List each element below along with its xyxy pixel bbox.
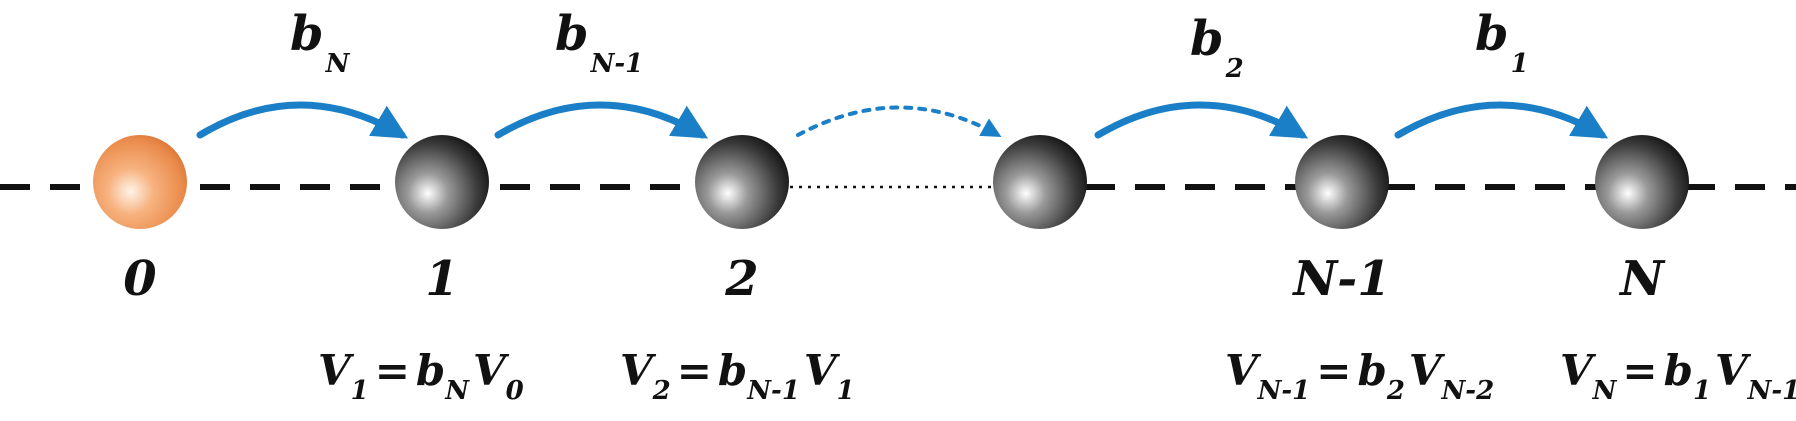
- hop-label-b1: b1: [1475, 6, 1529, 79]
- site-middle: [993, 135, 1087, 229]
- hop-arrow-b1: [1394, 101, 1609, 139]
- site-N-1: [1295, 135, 1389, 229]
- site-1: [395, 135, 489, 229]
- hop-label-bN-1: bN-1: [555, 6, 643, 79]
- equation-N: VN=b1VN-1: [1560, 346, 1796, 406]
- site-label-2: 2: [724, 251, 758, 307]
- equations: V1=bNV0 V2=bN-1V1 VN-1=b2VN-2 VN=b1VN-1: [318, 346, 1796, 406]
- hop-labels: bN bN-1 b2 b1: [290, 6, 1529, 84]
- site-N: [1595, 135, 1689, 229]
- equation-N-1: VN-1=b2VN-2: [1225, 346, 1494, 406]
- hop-arrow-bN: [196, 101, 409, 139]
- hop-arrow-bN-1: [494, 101, 709, 139]
- site-label-1: 1: [425, 251, 458, 307]
- site-labels: 0 1 2 N-1 N: [123, 251, 1666, 307]
- site-label-0: 0: [123, 251, 156, 307]
- hop-arrow-b2: [1094, 101, 1309, 139]
- equation-2: V2=bN-1V1: [620, 346, 855, 406]
- hop-label-bN: bN: [290, 6, 351, 79]
- hop-arrows: [196, 101, 1609, 139]
- site-label-N-1: N-1: [1291, 251, 1390, 307]
- equation-1: V1=bNV0: [318, 346, 524, 406]
- sites: [93, 135, 1689, 229]
- hop-arrow-dotted: [796, 105, 1002, 137]
- site-label-N: N: [1618, 251, 1666, 307]
- site-2: [695, 135, 789, 229]
- site-0: [93, 135, 187, 229]
- hop-label-b2: b2: [1190, 11, 1244, 84]
